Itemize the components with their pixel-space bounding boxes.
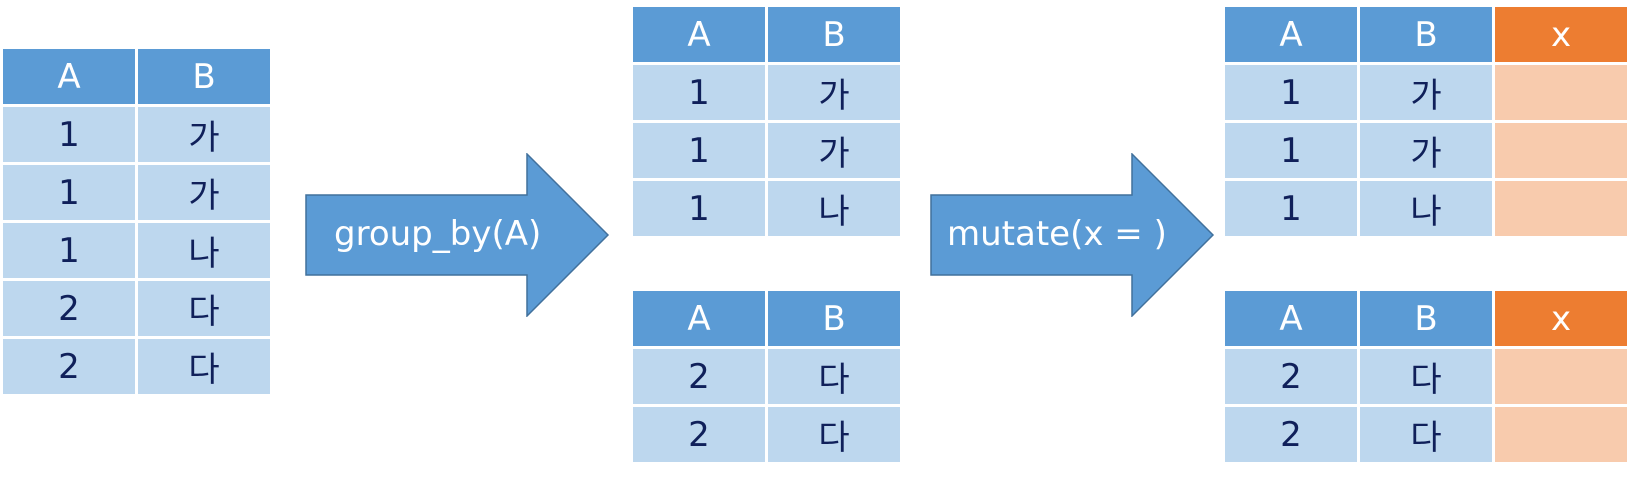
cell-a: 2 xyxy=(3,281,135,336)
header-cell-b: B xyxy=(1360,291,1492,346)
cell-a: 1 xyxy=(1225,123,1357,178)
cell-b: 나 xyxy=(768,181,900,236)
group-by-label: group_by(A) xyxy=(334,214,542,254)
cell-b: 다 xyxy=(1360,407,1492,462)
source-table: A B 1 가 1 가 1 나 2 다 2 다 xyxy=(0,46,273,397)
cell-a: 1 xyxy=(1225,65,1357,120)
header-cell-a: A xyxy=(1225,7,1357,62)
header-cell-b: B xyxy=(138,49,270,104)
mutate-arrow xyxy=(930,153,1215,317)
header-cell-x: x xyxy=(1495,291,1627,346)
cell-b: 가 xyxy=(138,165,270,220)
arrow-shape xyxy=(930,153,1215,317)
cell-a: 2 xyxy=(1225,407,1357,462)
cell-b: 다 xyxy=(768,407,900,462)
result-table-2: A B x 2 다 2 다 xyxy=(1222,288,1630,465)
cell-b: 다 xyxy=(138,339,270,394)
grouped-table-1: A B 1 가 1 가 1 나 xyxy=(630,4,903,239)
grouped-table-2: A B 2 다 2 다 xyxy=(630,288,903,465)
cell-x xyxy=(1495,123,1627,178)
cell-x xyxy=(1495,181,1627,236)
header-cell-x: x xyxy=(1495,7,1627,62)
header-cell-a: A xyxy=(633,7,765,62)
cell-b: 다 xyxy=(768,349,900,404)
cell-b: 다 xyxy=(138,281,270,336)
cell-b: 나 xyxy=(138,223,270,278)
mutate-label: mutate(x = ) xyxy=(947,214,1167,254)
arrow-shape xyxy=(305,153,610,317)
cell-x xyxy=(1495,407,1627,462)
cell-a: 1 xyxy=(633,181,765,236)
header-cell-b: B xyxy=(1360,7,1492,62)
cell-b: 나 xyxy=(1360,181,1492,236)
cell-a: 1 xyxy=(1225,181,1357,236)
cell-a: 1 xyxy=(3,165,135,220)
cell-a: 2 xyxy=(1225,349,1357,404)
cell-x xyxy=(1495,65,1627,120)
cell-b: 가 xyxy=(768,123,900,178)
header-cell-b: B xyxy=(768,291,900,346)
cell-a: 1 xyxy=(633,123,765,178)
header-cell-a: A xyxy=(633,291,765,346)
cell-b: 가 xyxy=(138,107,270,162)
cell-a: 1 xyxy=(3,107,135,162)
header-cell-a: A xyxy=(1225,291,1357,346)
cell-a: 2 xyxy=(3,339,135,394)
cell-b: 다 xyxy=(1360,349,1492,404)
cell-a: 1 xyxy=(633,65,765,120)
header-cell-b: B xyxy=(768,7,900,62)
group-by-arrow xyxy=(305,153,610,317)
cell-b: 가 xyxy=(768,65,900,120)
cell-x xyxy=(1495,349,1627,404)
header-cell-a: A xyxy=(3,49,135,104)
cell-b: 가 xyxy=(1360,65,1492,120)
cell-b: 가 xyxy=(1360,123,1492,178)
result-table-1: A B x 1 가 1 가 1 나 xyxy=(1222,4,1630,239)
cell-a: 2 xyxy=(633,349,765,404)
cell-a: 1 xyxy=(3,223,135,278)
cell-a: 2 xyxy=(633,407,765,462)
